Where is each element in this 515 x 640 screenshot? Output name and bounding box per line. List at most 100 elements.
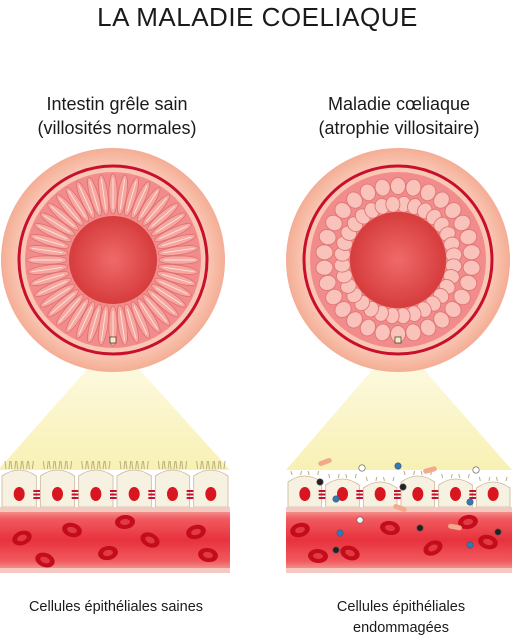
muscular-ring xyxy=(17,164,209,356)
atrophied-villus xyxy=(462,259,481,276)
healthy-caption: Cellules épithéliales saines xyxy=(28,599,204,615)
atrophied-villus xyxy=(318,229,337,246)
lumen xyxy=(69,216,157,304)
tight-junction xyxy=(431,490,441,492)
red-blood-cell xyxy=(62,522,82,538)
villus xyxy=(47,202,79,231)
villus xyxy=(87,177,102,217)
tight-junction xyxy=(469,490,479,492)
villus xyxy=(124,177,139,217)
red-blood-cell xyxy=(458,514,478,530)
particle xyxy=(399,483,407,491)
villus xyxy=(47,289,79,318)
villus xyxy=(124,303,139,343)
atrophied-villus xyxy=(374,178,391,197)
red-blood-cell xyxy=(35,552,55,568)
particle xyxy=(332,546,340,554)
epithelial-cell xyxy=(325,473,366,508)
particle xyxy=(394,462,402,470)
red-blood-cell xyxy=(423,540,443,556)
epithelial-cell xyxy=(78,460,119,508)
villus xyxy=(26,255,68,265)
damaged-caption-line2: endommagées xyxy=(353,620,449,636)
tight-junction xyxy=(318,497,328,499)
atrophied-villus xyxy=(453,214,471,232)
cell-nucleus xyxy=(337,487,348,501)
villus xyxy=(98,174,110,215)
red-blood-cell xyxy=(140,532,160,548)
villus xyxy=(147,289,179,318)
atrophied-villus xyxy=(334,202,352,219)
atrophied-villus xyxy=(405,178,422,197)
villus xyxy=(76,301,96,339)
red-blood-cell xyxy=(186,524,206,540)
vessel-wall-bottom xyxy=(286,568,512,573)
villus xyxy=(154,223,192,243)
cell-nucleus xyxy=(13,487,25,501)
zoom-cone-left xyxy=(0,340,230,470)
villus xyxy=(130,181,150,219)
tight-junction xyxy=(186,497,196,499)
healthy-tissue-detail xyxy=(0,460,230,573)
tight-junction xyxy=(431,497,441,499)
atrophied-villus xyxy=(315,244,334,261)
tight-junction xyxy=(110,493,119,496)
atrophied-villus xyxy=(433,311,450,329)
particle xyxy=(494,528,502,536)
red-blood-cell xyxy=(308,548,328,564)
atrophied-villus xyxy=(359,318,377,337)
tight-junction xyxy=(318,493,328,496)
tight-junction xyxy=(148,493,158,496)
particle xyxy=(316,478,324,486)
villus xyxy=(40,212,75,237)
tight-junction xyxy=(71,490,81,492)
cell-nucleus xyxy=(412,487,424,501)
villus xyxy=(151,283,186,308)
villus xyxy=(27,263,68,275)
villus xyxy=(108,173,118,215)
damaged-caption-line1: Cellules épithéliales xyxy=(336,599,466,615)
villus xyxy=(87,303,102,343)
villus xyxy=(136,187,161,222)
celiac-intestine-cross-section xyxy=(286,148,510,372)
villus xyxy=(142,194,171,226)
particle xyxy=(332,495,340,503)
epithelial-cell xyxy=(1,460,43,508)
epithelial-cell xyxy=(400,470,441,508)
vessel-wall-top xyxy=(0,507,230,512)
epithelial-cell xyxy=(475,476,511,508)
cell-nucleus xyxy=(90,487,102,501)
villus xyxy=(154,277,192,297)
villus xyxy=(158,263,199,275)
atrophied-villus xyxy=(359,183,377,202)
tight-junction xyxy=(148,490,158,492)
atrophied-villus xyxy=(405,323,422,342)
red-blood-cell xyxy=(12,530,32,546)
cell-nucleus xyxy=(205,487,217,501)
cell-nucleus xyxy=(167,487,178,501)
cell-nucleus xyxy=(487,487,499,501)
atrophied-villus xyxy=(325,214,343,232)
red-blood-cell xyxy=(340,545,360,561)
tight-junction xyxy=(186,490,196,492)
particle xyxy=(416,524,424,532)
muscular-ring xyxy=(302,164,494,356)
atrophied-villus xyxy=(374,323,391,342)
gluten-particles xyxy=(316,457,502,554)
tight-junction xyxy=(356,490,366,492)
atrophied-villus xyxy=(334,301,352,318)
villus xyxy=(76,181,96,219)
red-blood-cells xyxy=(290,514,498,564)
tight-junction xyxy=(469,493,479,496)
atrophied-villus xyxy=(444,202,462,219)
gluten-fragment xyxy=(393,503,407,513)
particle xyxy=(358,464,366,472)
atrophied-villus xyxy=(390,177,406,195)
villus xyxy=(34,277,72,297)
atrophied-villus xyxy=(346,311,363,329)
atrophied-villus xyxy=(462,244,481,261)
tight-junction xyxy=(110,497,119,499)
tight-junction xyxy=(394,493,403,496)
cell-nucleus xyxy=(128,487,140,501)
